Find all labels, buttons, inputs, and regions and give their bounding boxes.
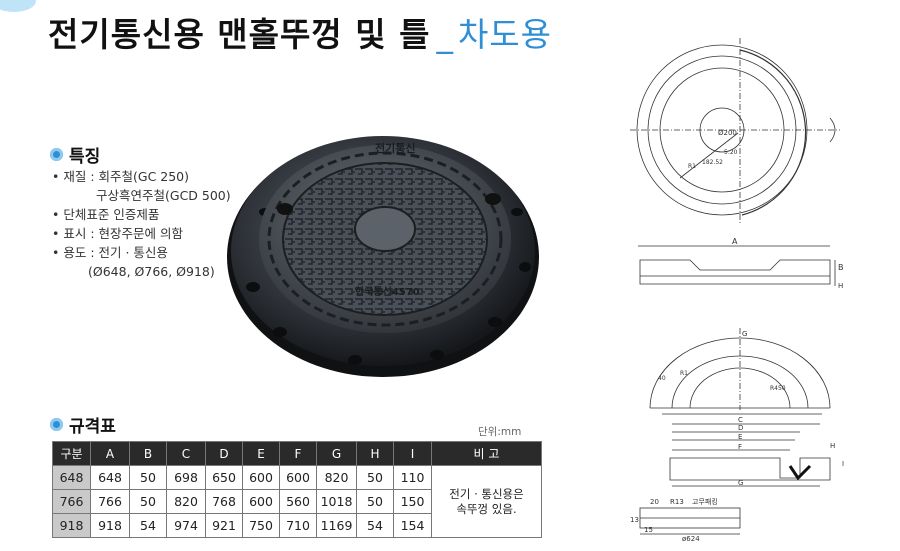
feature-item-usage-cont: (Ø648, Ø766, Ø918) [88,264,215,279]
dim-G-frame: G [742,330,747,338]
feature-item-usage: • 용도 : 전기 · 통신용 [52,245,168,260]
side-view-drawing [638,245,836,286]
feature-item-material-cont: 구상흑연주철(GCD 500) [96,188,231,203]
dim-20: 20 [650,498,659,506]
features-heading: 특징 [50,142,100,167]
top-view-drawing [630,38,840,223]
feature-item-material: • 재질 : 회주철(GC 250) [52,169,190,184]
dim-H-side: H [838,282,843,290]
dim-13: 13 [630,516,639,524]
dim-C: C [738,416,743,424]
dim-D: D [738,424,743,432]
title-separator: _ [436,15,454,54]
spec-heading-text: 규격표 [69,417,116,437]
table-row: 648 648 50 698 650 600 600 820 50 110 전기… [52,465,542,538]
bullet-circle-icon [50,148,63,161]
section-view-drawing [639,423,831,535]
table-row: 766 766 50 820 768 600 560 1018 50 150 [52,489,542,514]
dim-r1-top: R1 [688,163,696,170]
manhole-cover-photo: 전기통신 한국통신4570 [227,136,539,377]
lid-emboss-bottom: 한국통신4570 [355,285,420,298]
frame-bolt-holes [246,208,531,365]
feature-item-certification: • 단체표준 인증제품 [52,207,160,222]
technical-drawings: Ø200 182.52 5:20 R1 A B H G R1 R450 40 C… [630,38,844,543]
feature-item-marking: • 표시 : 현장주문에 의함 [52,226,183,241]
dim-B: B [838,263,844,272]
dim-F: F [738,443,742,451]
title-main: 전기통신용 맨홀뚜껑 및 틀 [48,15,431,54]
dim-624: ø624 [682,535,700,543]
dim-R1: R1 [680,370,688,377]
table-row: 918 918 54 974 921 750 710 1169 54 154 [52,513,542,538]
page-title: 전기통신용 맨홀뚜껑 및 틀_차도용 [48,8,552,56]
features-list: • 재질 : 회주철(GC 250) 구상흑연주철(GCD 500) • 단체표… [52,167,231,281]
features-heading-text: 특징 [69,147,101,167]
spec-table-header: 구분 A B C D E F G H I 비 고 [52,441,542,466]
corner-decoration [0,0,36,12]
spec-heading: 규격표 [50,412,116,437]
dim-d200: Ø200 [718,129,737,137]
dim-182: 182.52 [702,159,723,166]
frame-view-drawing [649,328,831,415]
spec-note: 전기 · 통신용은 속뚜껑 있음. [431,465,542,538]
unit-label: 단위:mm [478,426,522,438]
dim-R450: R450 [770,385,786,392]
dim-40: 40 [658,375,666,382]
title-subtitle: 차도용 [457,15,553,54]
dim-A: A [732,237,738,246]
dim-H: H [830,442,835,450]
lid-emboss-top: 전기통신 [375,141,415,155]
dim-15: 15 [644,526,653,534]
dim-G: G [738,479,743,487]
spec-table: 구분 A B C D E F G H I 비 고 648 648 50 698 … [52,441,542,538]
dim-I: I [842,460,844,468]
bullet-circle-icon [50,418,63,431]
dim-ratio: 5:20 [724,149,738,156]
label-gasket: 고무패킹 [692,497,718,506]
dim-r13: R13 [670,498,684,506]
dim-E: E [738,433,742,441]
